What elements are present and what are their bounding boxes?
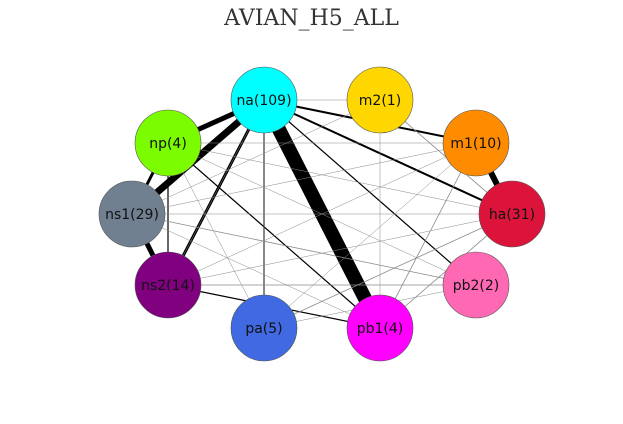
node-m1: m1(10) [442,109,510,177]
node-label-m1: m1(10) [450,136,501,152]
node-label-pb1: pb1(4) [357,321,404,337]
node-circle-np [134,109,202,177]
node-np: np(4) [134,109,202,177]
edge-na-ns2 [167,99,265,286]
node-circle-na [230,66,298,134]
edge-pa-ha [263,213,513,329]
figure-title: AVIAN_H5_ALL [224,6,399,31]
node-circle-m2 [346,66,414,134]
node-pb1: pb1(4) [346,294,414,362]
edge-m2-ns1 [131,99,381,215]
edge-ns1-m1 [131,142,477,215]
edge-m1-ns2 [167,142,477,286]
edge-m1-pa [263,142,477,329]
node-label-np: np(4) [149,136,187,152]
edge-ns1-pb1 [131,213,381,329]
edge-na-pb2 [263,99,477,286]
node-circle-pa [230,294,298,362]
node-label-m2: m2(1) [359,93,401,109]
node-pb2: pb2(2) [442,251,510,319]
node-circle-ns2 [134,251,202,319]
node-label-ns2: ns2(14) [141,278,195,294]
node-label-ns1: ns1(29) [105,207,159,223]
node-circle-pb2 [442,251,510,319]
node-label-pa: pa(5) [245,321,282,337]
node-circle-ha [478,180,546,248]
edge-ns2-ha [167,213,513,286]
node-circle-ns1 [98,180,166,248]
edge-np-ha [167,142,513,215]
edge-pb1-m1 [379,142,477,329]
edge-np-pb1 [167,142,381,329]
node-m2: m2(1) [346,66,414,134]
edge-na-ha [263,99,513,215]
node-label-ha: ha(31) [489,207,535,223]
node-ns1: ns1(29) [98,180,166,248]
edge-np-pa [167,142,265,329]
node-layer: na(109) m2(1) np(4) m1(10) ns1(29) ha(31) ns2(… [98,66,546,362]
node-label-na: na(109) [236,93,291,109]
node-circle-m1 [442,109,510,177]
node-pa: pa(5) [230,294,298,362]
node-label-pb2: pb2(2) [453,278,500,294]
edge-ns1-pb2 [131,213,477,286]
node-na: na(109) [230,66,298,134]
node-ns2: ns2(14) [134,251,202,319]
node-circle-pb1 [346,294,414,362]
node-ha: ha(31) [478,180,546,248]
